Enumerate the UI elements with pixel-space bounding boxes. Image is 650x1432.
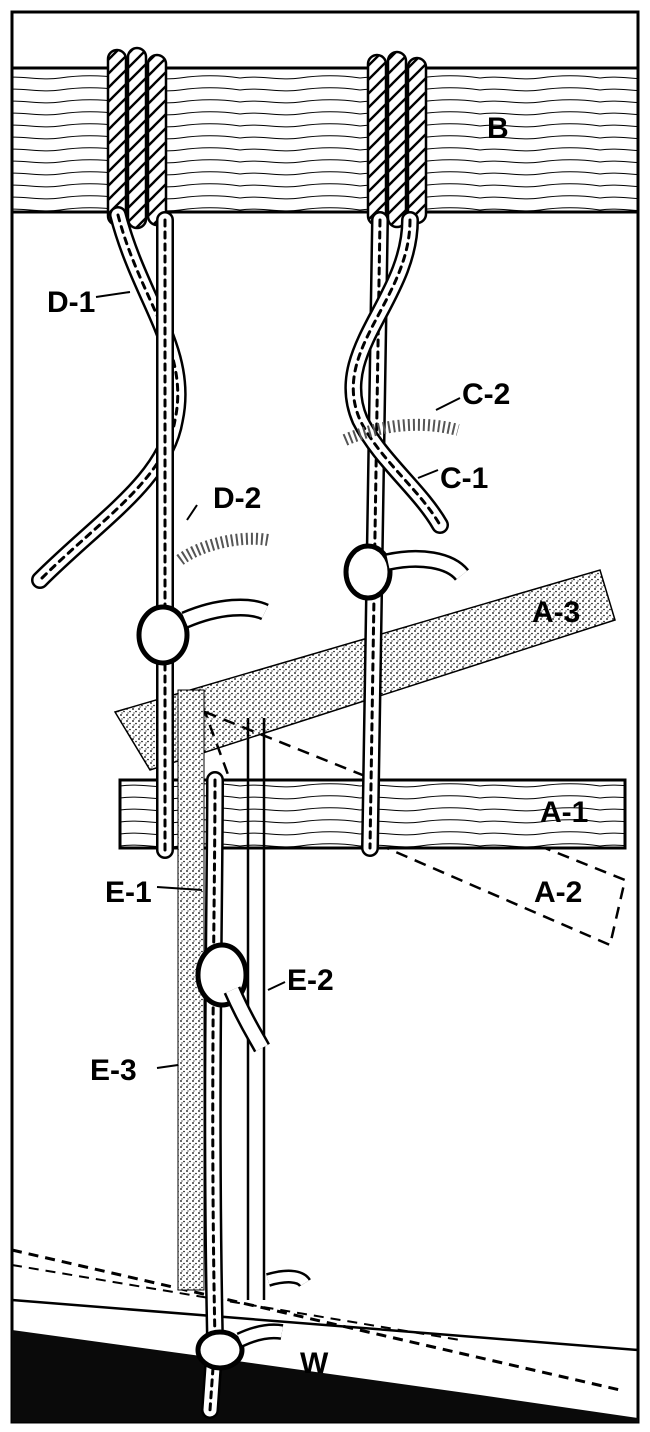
label-e3: E-3 [90,1054,137,1087]
rope-e1 [201,771,225,1419]
ground-line [11,1298,639,1352]
label-a1: A-1 [540,796,588,829]
label-e1: E-1 [105,876,152,909]
label-d2: D-2 [213,482,261,515]
label-b: B [487,112,509,145]
leader-lines [95,291,461,1069]
knot-c [343,543,470,601]
rope-stub-inner [266,1272,309,1286]
rope-c1 [344,211,449,857]
label-c1: C-1 [440,462,488,495]
dashed-line-lower-2 [11,1264,461,1341]
ground-shadow [12,1330,638,1422]
label-w: W [300,1347,329,1380]
label-d1: D-1 [47,286,95,319]
beam-b [10,66,640,214]
outer-frame [10,10,640,1424]
left-rope-lashing [106,46,168,230]
label-a3: A-3 [532,596,580,629]
label-e2: E-2 [287,964,334,997]
rope-d1 [31,206,187,859]
label-c2: C-2 [462,378,510,411]
knot-w [195,1323,284,1371]
knot-e [195,942,270,1053]
dashed-line-lower-1 [11,1248,621,1392]
right-rope-lashing [366,50,428,229]
label-a2: A-2 [534,876,582,909]
knot-d [136,598,269,666]
